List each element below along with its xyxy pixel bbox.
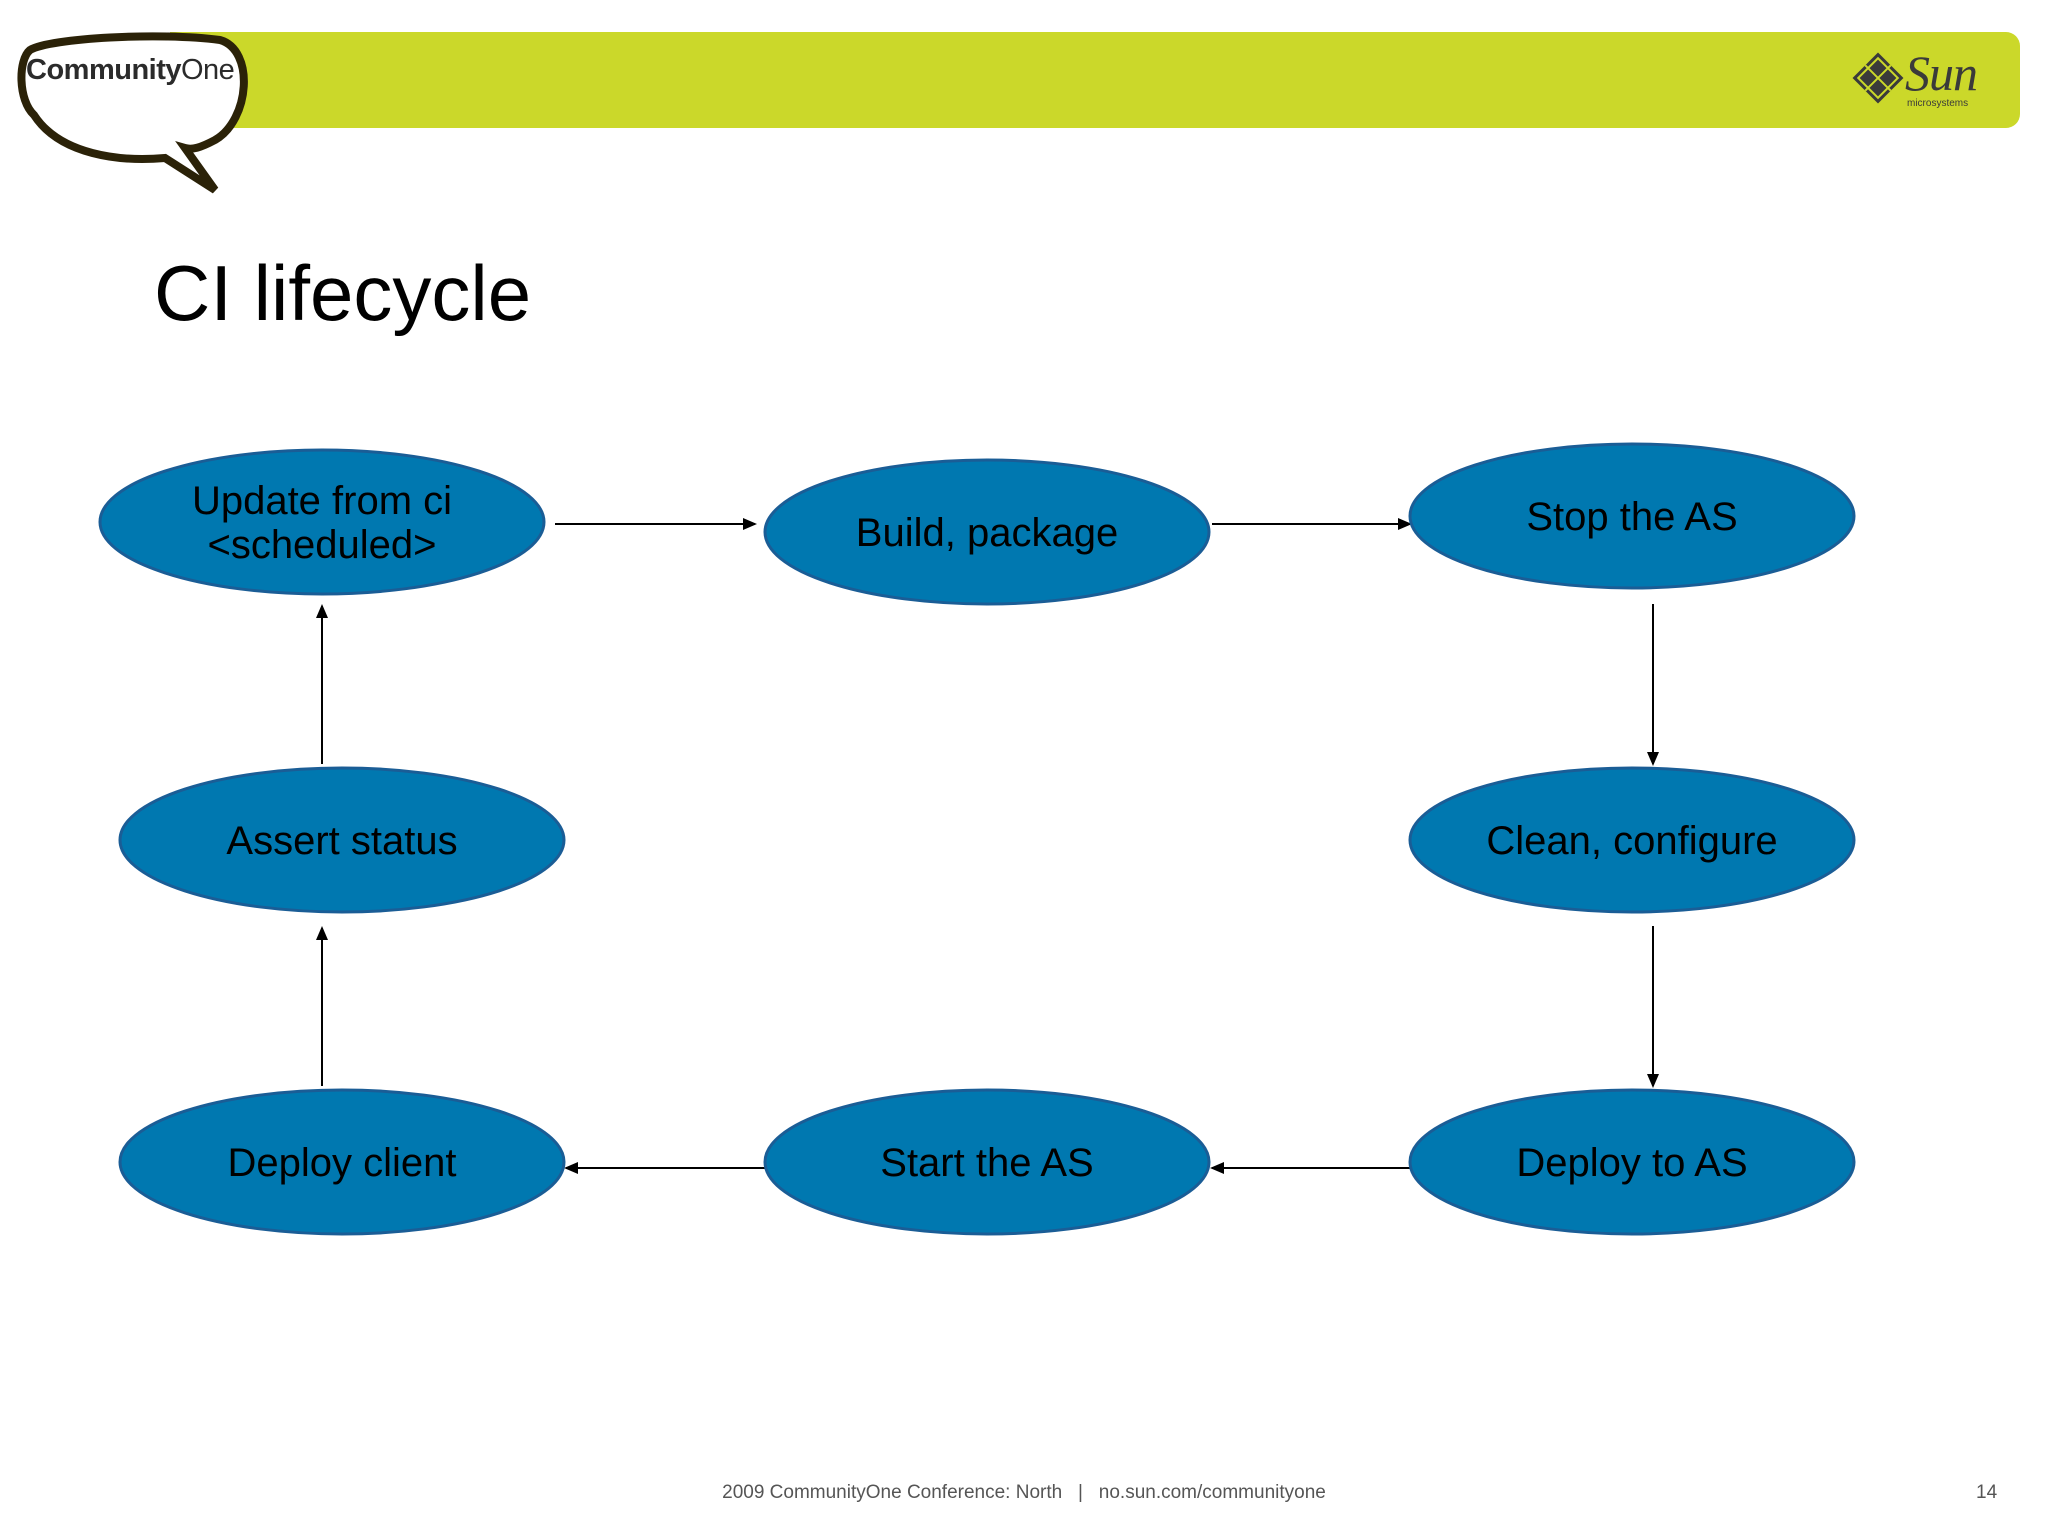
- node-assert: Assert status: [118, 766, 566, 914]
- edges-layer: [316, 518, 1659, 1174]
- node-deploy-client: Deploy client: [118, 1088, 566, 1236]
- communityone-logo: [17, 32, 248, 194]
- node-start: Start the AS: [763, 1088, 1211, 1236]
- node-ellipse: [763, 1088, 1211, 1236]
- node-label: Assert status: [226, 819, 457, 863]
- node-ellipse: [118, 766, 566, 914]
- node-clean: Clean, configure: [1408, 766, 1856, 914]
- node-label: Build, package: [856, 511, 1118, 555]
- slide-title: CI lifecycle: [154, 249, 532, 337]
- node-ellipse: [98, 448, 546, 596]
- sun-logo-subtitle: microsystems: [1907, 98, 1969, 109]
- node-label: Update from ci: [192, 479, 452, 523]
- footer-text: 2009 CommunityOne Conference: North | no…: [722, 1482, 1326, 1503]
- node-ellipse: [1408, 766, 1856, 914]
- node-ellipse: [763, 458, 1211, 606]
- logo-regular-part: One: [181, 54, 235, 86]
- node-ellipse: [1408, 442, 1856, 590]
- node-build: Build, package: [763, 458, 1211, 606]
- header-bar: [170, 32, 2020, 128]
- node-label: Clean, configure: [1486, 819, 1777, 863]
- node-ellipse: [118, 1088, 566, 1236]
- node-label: Start the AS: [880, 1141, 1093, 1185]
- page-number: 14: [1976, 1482, 1998, 1503]
- node-label: <scheduled>: [207, 523, 436, 567]
- node-label: Deploy to AS: [1516, 1141, 1747, 1185]
- node-label: Deploy client: [227, 1141, 456, 1185]
- logo-bold-part: Community: [26, 54, 182, 86]
- node-deploy-as: Deploy to AS: [1408, 1088, 1856, 1236]
- node-update: Update from ci<scheduled>: [98, 448, 546, 596]
- node-stop: Stop the AS: [1408, 442, 1856, 590]
- sun-diamond-icon: [1852, 52, 1904, 104]
- node-ellipse: [1408, 1088, 1856, 1236]
- node-label: Stop the AS: [1526, 495, 1737, 539]
- communityone-logo-text: CommunityOne: [26, 54, 235, 87]
- sun-logo-word: Sun: [1905, 45, 1978, 101]
